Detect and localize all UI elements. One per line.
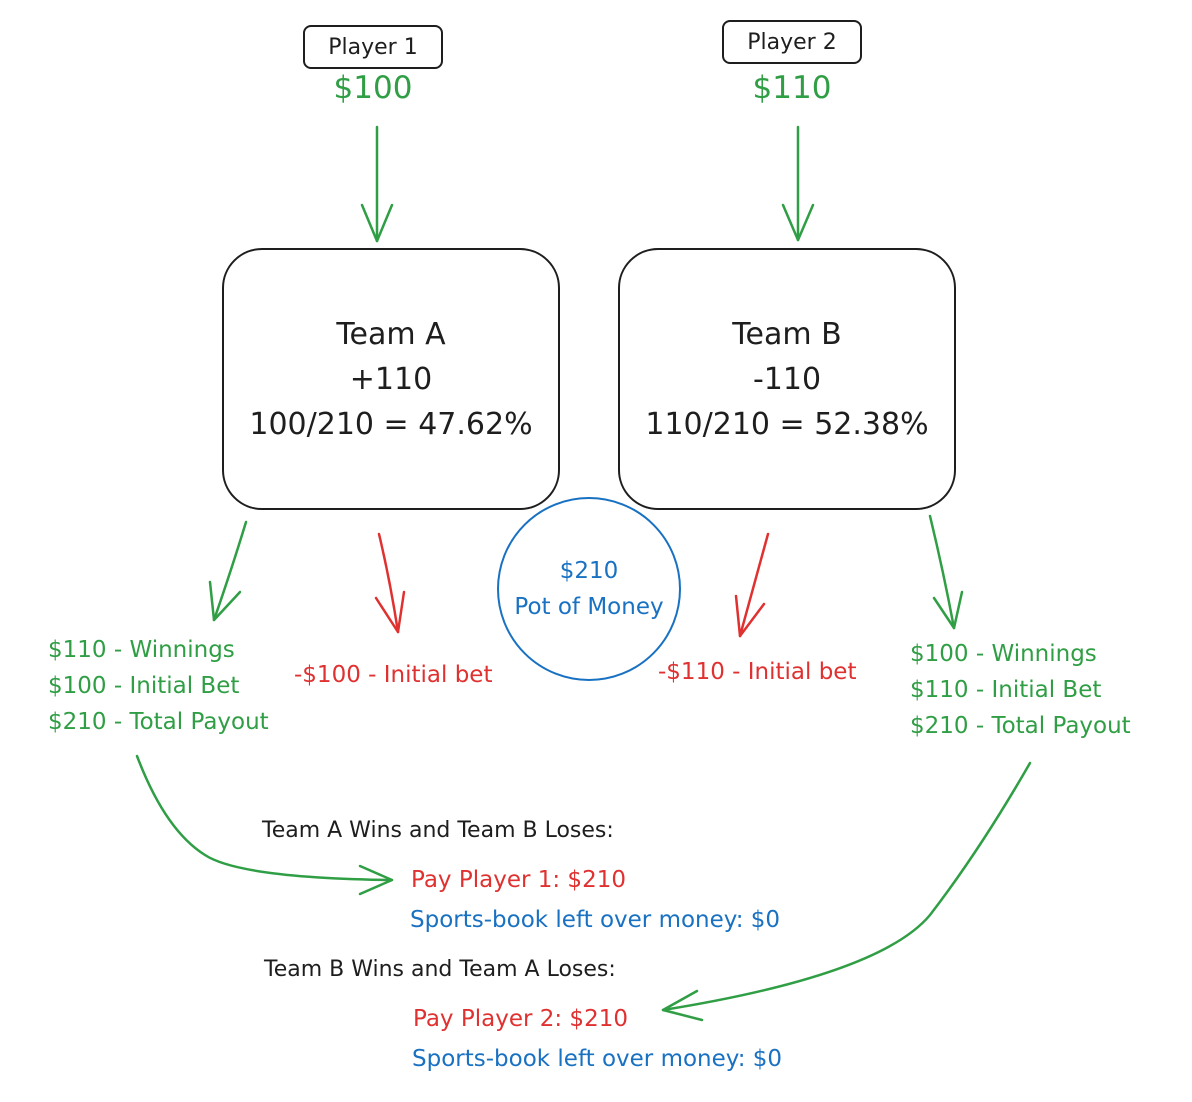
team-a-name: Team A [336, 316, 446, 352]
outcome-1-pay: Pay Player 1: $210 [411, 867, 626, 893]
team-b-initial-bet: $110 - Initial Bet [910, 677, 1102, 703]
team-b-payout-list: $100 - Winnings $110 - Initial Bet $210 … [910, 636, 1131, 744]
pot-label: Pot of Money [514, 594, 664, 620]
team-b-loss-arrow [734, 532, 770, 638]
team-a-initial-bet: $100 - Initial Bet [48, 673, 240, 699]
outcome-1-heading: Team A Wins and Team B Loses: [262, 818, 614, 843]
team-a-loss: -$100 - Initial bet [294, 662, 493, 688]
player-1-amount: $100 [333, 70, 413, 106]
player-1-label: Player 1 [328, 34, 418, 60]
team-a-box: Team A +110 100/210 = 47.62% [222, 248, 560, 510]
outcome-2-leftover: Sports-book left over money: $0 [412, 1046, 783, 1072]
outcome-2-heading: Team B Wins and Team A Loses: [264, 957, 616, 982]
team-a-odds: +110 [349, 361, 433, 397]
player-2-box: Player 2 [722, 20, 862, 64]
team-b-probability: 110/210 = 52.38% [645, 406, 929, 442]
team-a-payout-list: $110 - Winnings $100 - Initial Bet $210 … [48, 632, 269, 740]
pot-of-money-circle: $210 Pot of Money [497, 497, 681, 681]
team-b-total-payout: $210 - Total Payout [910, 713, 1131, 739]
player-2-amount: $110 [752, 70, 832, 106]
team-b-win-arrow [928, 514, 964, 630]
team-b-box: Team B -110 110/210 = 52.38% [618, 248, 956, 510]
player-1-box: Player 1 [303, 25, 443, 69]
team-b-loss: -$110 - Initial bet [658, 659, 857, 685]
team-b-winnings: $100 - Winnings [910, 641, 1097, 667]
team-b-name: Team B [732, 316, 842, 352]
player2-to-team-b-arrow [781, 125, 815, 242]
outcome-1-leftover: Sports-book left over money: $0 [410, 907, 781, 933]
player1-to-team-a-arrow [360, 125, 394, 243]
team-b-odds: -110 [752, 361, 822, 397]
team-a-loss-arrow [374, 532, 406, 634]
player-2-label: Player 2 [747, 29, 837, 55]
team-a-winnings: $110 - Winnings [48, 637, 235, 663]
team-b-payout-arrow [661, 761, 1032, 1022]
outcome-2-pay: Pay Player 2: $210 [413, 1006, 628, 1032]
pot-amount: $210 [559, 558, 619, 584]
team-a-payout-arrow [135, 754, 394, 896]
team-a-win-arrow [208, 520, 248, 622]
team-a-total-payout: $210 - Total Payout [48, 709, 269, 735]
team-a-probability: 100/210 = 47.62% [249, 406, 533, 442]
